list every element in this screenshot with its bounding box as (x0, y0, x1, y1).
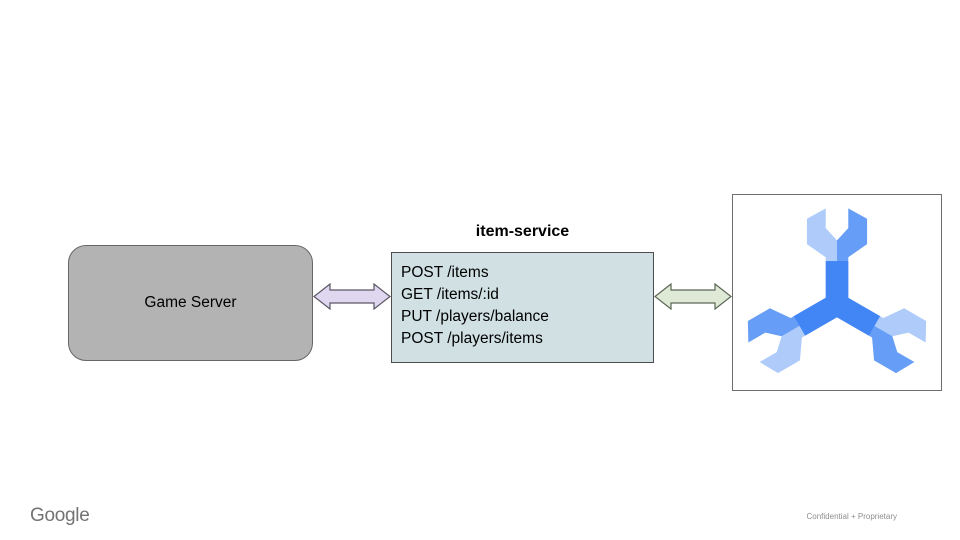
endpoint-line: POST /items (401, 264, 489, 281)
arrow-game-to-service-icon (313, 283, 391, 310)
game-server-box: Game Server (68, 245, 313, 361)
spanner-image-frame (732, 194, 942, 391)
double-arrow-shape (654, 283, 732, 310)
game-server-label: Game Server (144, 294, 237, 311)
confidential-note: Confidential + Proprietary (806, 512, 898, 521)
spanner-center-dark (793, 260, 881, 336)
endpoint-line: GET /items/:id (401, 286, 499, 303)
endpoint-line: POST /players/items (401, 330, 543, 347)
cloud-spanner-icon (741, 207, 933, 378)
item-service-box: POST /items GET /items/:id PUT /players/… (391, 252, 654, 363)
double-arrow-shape (313, 283, 391, 310)
endpoint-line: PUT /players/balance (401, 308, 549, 325)
arrow-service-to-spanner-icon (654, 283, 732, 310)
item-service-title: item-service (475, 223, 570, 240)
google-logo: Google (30, 505, 90, 526)
